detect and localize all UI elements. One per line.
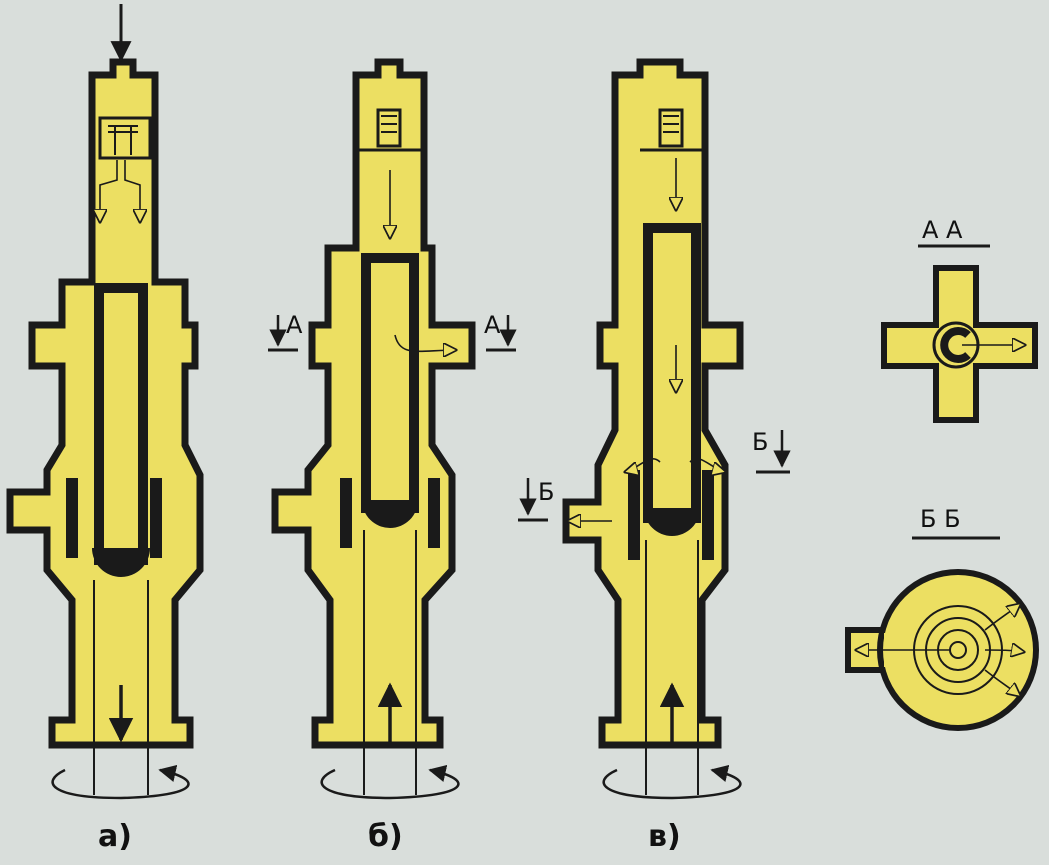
panel-v-rotation-icon	[602, 764, 742, 800]
section-a-left-label: А	[286, 311, 303, 339]
panel-b-label: б)	[368, 819, 403, 854]
panel-a: а)	[6, 4, 204, 854]
panel-v-side-wall-left	[628, 470, 640, 560]
section-bb-core	[949, 641, 967, 659]
panel-b-spring-icon	[381, 115, 397, 133]
panel-b-side-wall-left	[340, 478, 352, 548]
panel-a-label: а)	[98, 819, 132, 854]
panel-b-outlet-arrow-icon	[394, 334, 456, 351]
panel-a-housing	[6, 58, 204, 749]
panel-v-side-wall-right	[702, 470, 714, 560]
panel-b-rotation-icon	[320, 764, 460, 800]
panel-a-flow-left-arrow-icon	[100, 160, 118, 222]
section-mark-b-left: Б	[518, 478, 554, 522]
section-bb: Б Б	[845, 505, 1039, 731]
section-aa-title: А А	[922, 216, 963, 244]
section-mark-a-right: А	[484, 311, 517, 352]
panel-b-valve-cap	[376, 108, 402, 148]
panel-a-spring-icon	[108, 125, 138, 155]
panel-a-side-wall-left	[66, 478, 78, 558]
section-aa: А А	[881, 216, 1038, 423]
section-mark-b-right: Б	[752, 428, 791, 474]
panel-v-valve-cap	[658, 108, 684, 148]
section-bb-swirl-top-icon	[984, 604, 1020, 631]
panel-v-ball-valve	[644, 508, 700, 536]
panel-a-side-wall-right	[150, 478, 162, 558]
panel-v-swirl-right-icon	[689, 457, 725, 472]
panel-a-flow-right-arrow-icon	[124, 160, 140, 222]
section-aa-tube-cut	[940, 327, 971, 363]
section-bb-swirl-mid-icon	[984, 650, 1024, 652]
panel-b: А А б)	[268, 58, 517, 854]
panel-v-spring-icon	[663, 115, 679, 133]
panel-a-rotation-icon	[51, 764, 190, 800]
section-bb-swirl-bottom-icon	[984, 669, 1020, 696]
panel-v-label: в)	[648, 819, 681, 854]
panel-b-side-wall-right	[428, 478, 440, 548]
panel-a-valve-cap	[98, 116, 152, 160]
section-b-right-label: Б	[752, 428, 768, 456]
section-mark-a-left: А	[268, 311, 303, 352]
section-bb-title: Б Б	[920, 505, 961, 533]
panel-v: Б Б в)	[518, 58, 791, 854]
panel-b-housing	[271, 58, 476, 749]
panel-a-ball-valve	[92, 548, 150, 577]
panel-v-swirl-left-icon	[625, 457, 661, 472]
section-a-right-label: А	[484, 311, 501, 339]
panel-b-ball-valve	[362, 500, 418, 528]
section-b-left-label: Б	[538, 478, 554, 506]
